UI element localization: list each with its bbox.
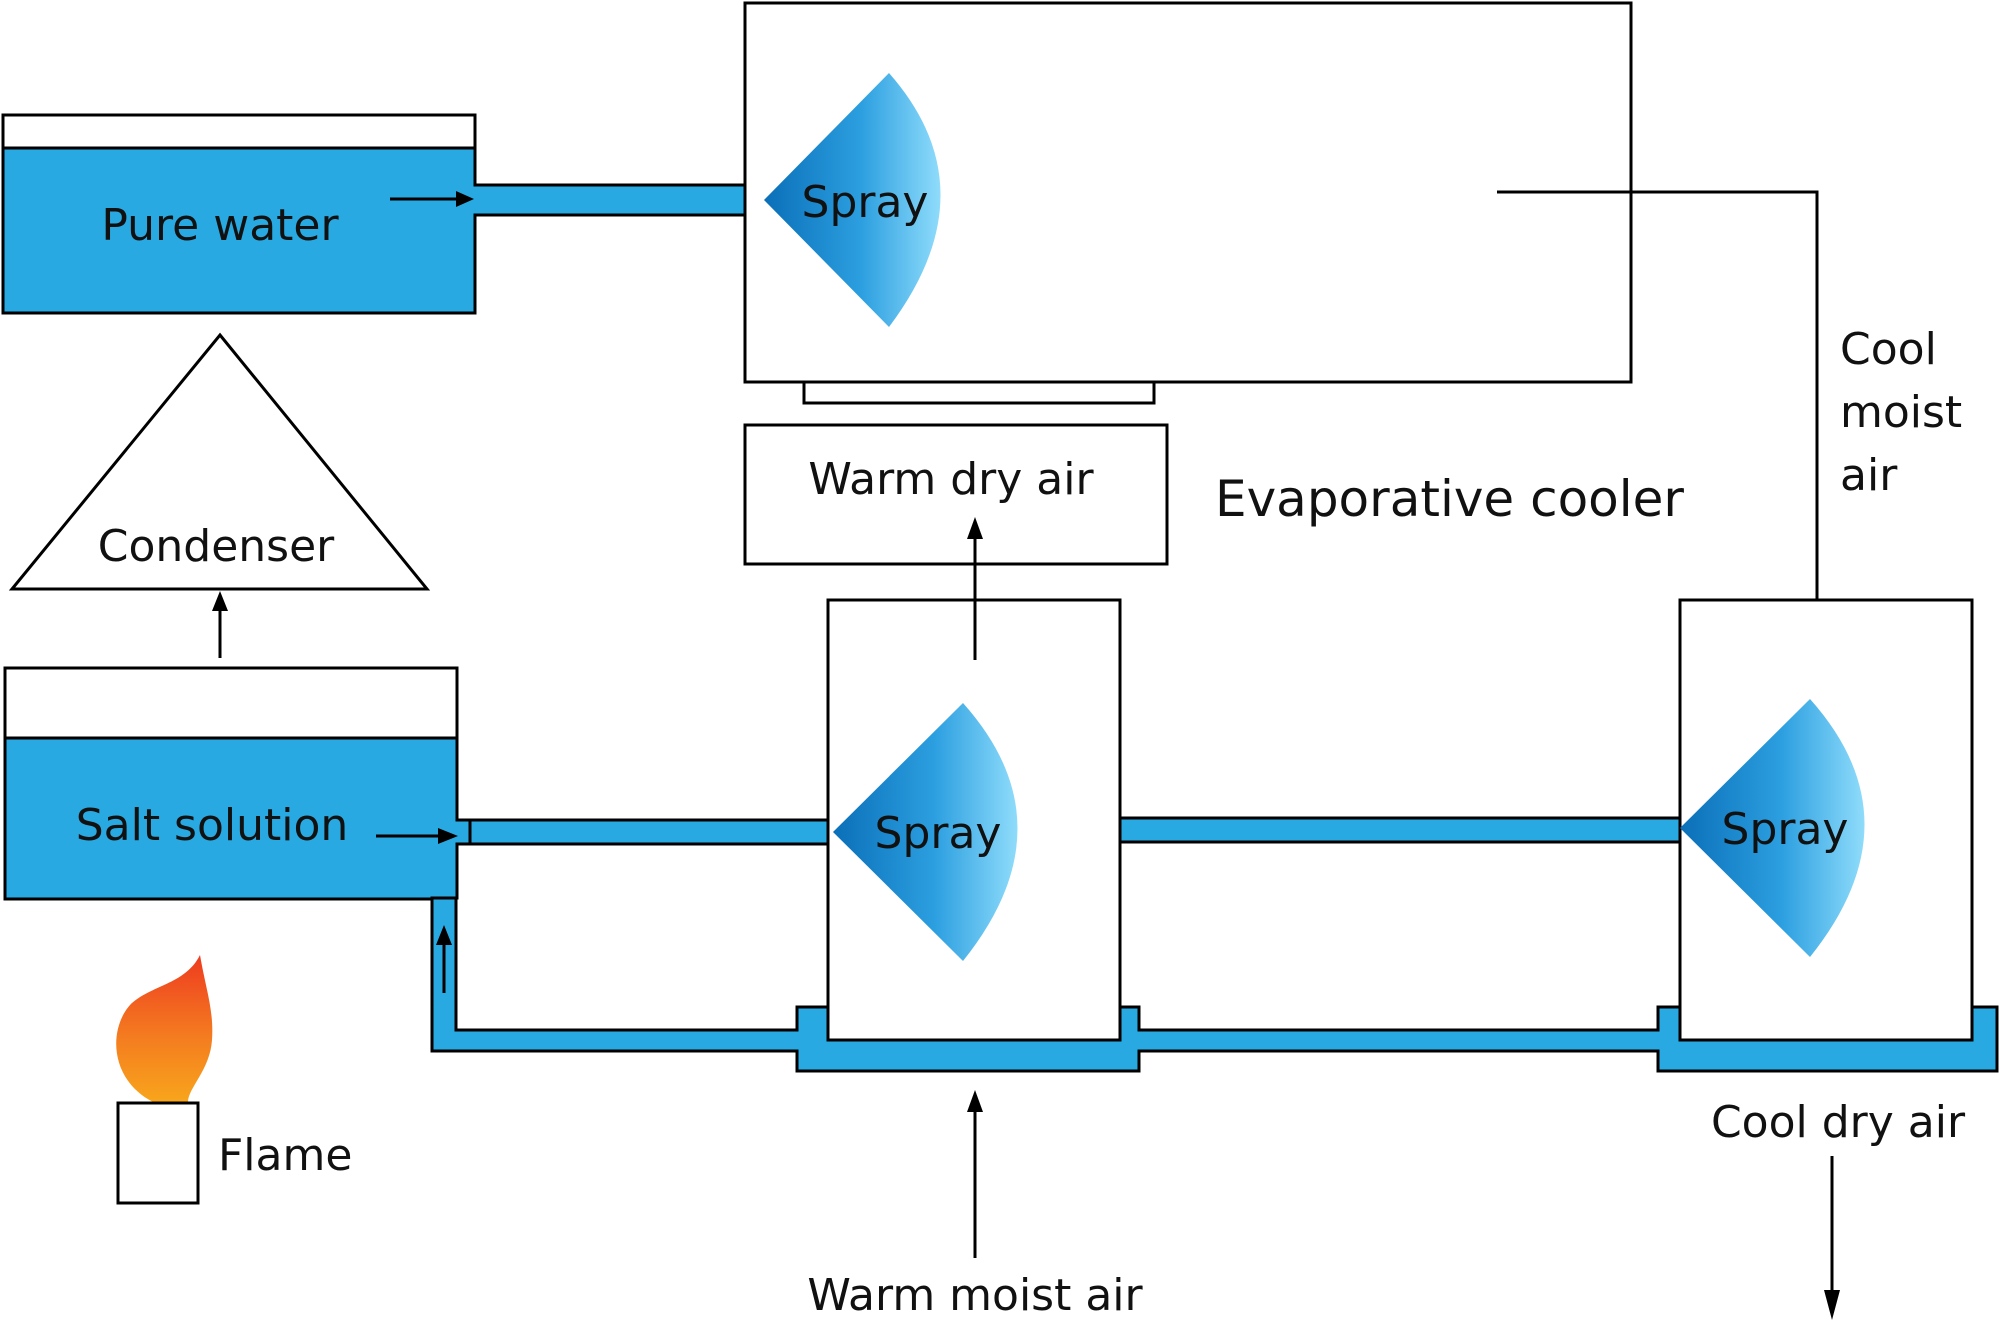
- cool-moist-air-label-1: Cool: [1840, 324, 1937, 375]
- salt-solution-label: Salt solution: [76, 800, 349, 851]
- cool-moist-air-label-2: moist: [1840, 387, 1962, 438]
- burner: [116, 1101, 200, 1205]
- spray-top: [764, 73, 941, 327]
- spray-middle-label: Spray: [875, 808, 1002, 859]
- flame-icon: [116, 955, 213, 1102]
- salt-to-condenser-arrow: [212, 591, 228, 658]
- warm-moist-air-arrow: [967, 1090, 983, 1258]
- salt-outflow-arrow: [376, 828, 458, 844]
- condenser: [8, 332, 431, 591]
- cool-moist-air-label-3: air: [1840, 450, 1898, 501]
- pipe-network: [430, 816, 1999, 1073]
- cool-dry-air-label: Cool dry air: [1711, 1097, 1966, 1148]
- spray-right-label: Spray: [1722, 804, 1849, 855]
- spray-middle: [833, 703, 1018, 961]
- pure-water-label: Pure water: [101, 200, 339, 251]
- pure-water-arrow: [390, 191, 474, 207]
- cool-dry-air-arrow: [1824, 1156, 1840, 1320]
- spray-top-label: Spray: [802, 177, 929, 228]
- spray-right: [1680, 699, 1865, 957]
- salt-solution-tank: [3, 666, 472, 901]
- warm-dry-air-arrow: [967, 517, 983, 660]
- flame-label: Flame: [218, 1130, 352, 1181]
- evaporative-cooler-label: Evaporative cooler: [1215, 470, 1684, 528]
- warm-moist-air-label: Warm moist air: [807, 1270, 1143, 1321]
- warm-dry-air-box: [743, 423, 1169, 566]
- return-inflow-arrow: [436, 925, 452, 993]
- warm-dry-air-label: Warm dry air: [808, 454, 1094, 505]
- condenser-label: Condenser: [98, 521, 335, 572]
